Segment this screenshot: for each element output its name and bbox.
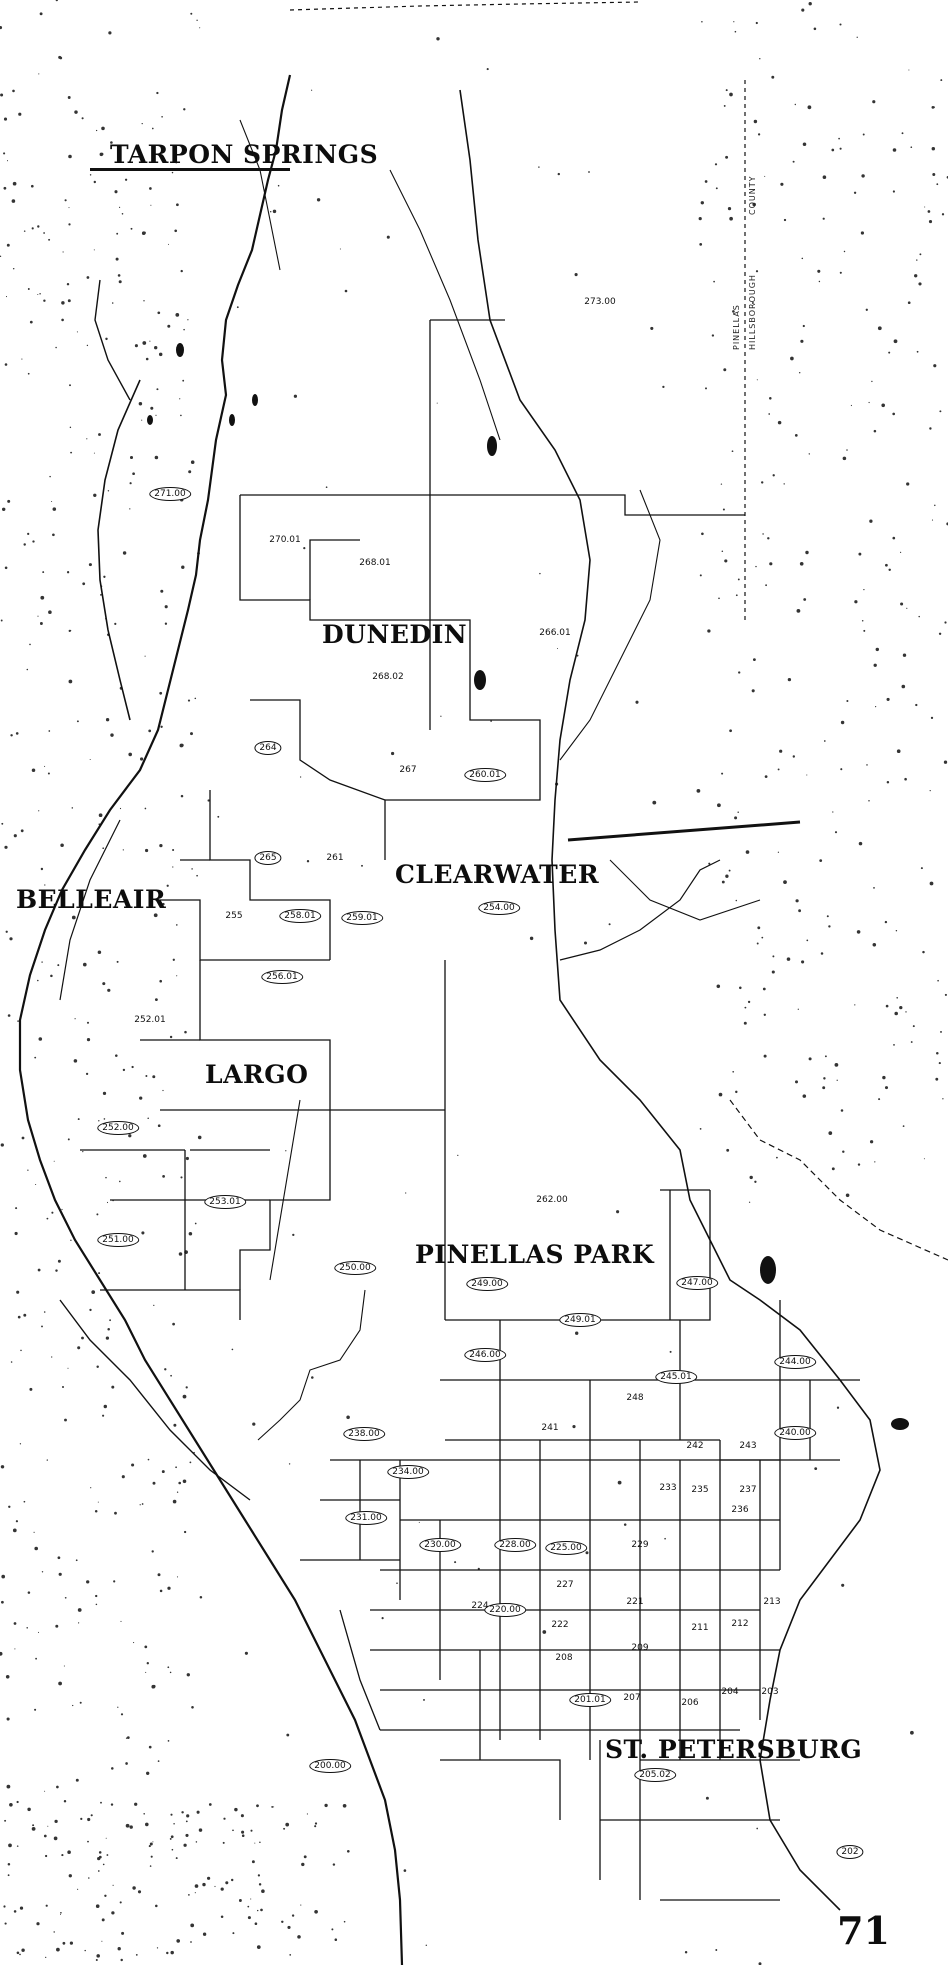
tract-label: 249.00 — [466, 1277, 508, 1291]
tract-label: 224 — [471, 1601, 489, 1611]
tract-label: 220.00 — [484, 1603, 526, 1617]
city-label-clearwater: CLEARWATER — [395, 860, 600, 889]
tract-label: 258.01 — [279, 909, 321, 923]
tract-label: 222 — [551, 1620, 569, 1630]
page-number: 71 — [837, 1908, 890, 1953]
tract-label: 268.02 — [372, 672, 404, 682]
county-label-west: PINELLAS — [732, 304, 741, 350]
city-label-largo: LARGO — [205, 1060, 309, 1089]
tract-label: 255 — [225, 911, 243, 921]
tarpon-underline — [90, 168, 290, 171]
city-label-dunedin: DUNEDIN — [322, 620, 468, 649]
tract-boundaries — [80, 319, 860, 1901]
tract-label: 253.01 — [204, 1195, 246, 1209]
tract-label: 231.00 — [345, 1511, 387, 1525]
tract-label: 235 — [691, 1485, 709, 1495]
tract-label: 240.00 — [774, 1426, 816, 1440]
tract-label: 260.01 — [464, 768, 506, 782]
tract-label: 265 — [254, 851, 282, 865]
tract-label: 245.01 — [655, 1370, 697, 1384]
tract-label: 209 — [631, 1643, 649, 1653]
county-line-north — [289, 1, 641, 11]
tract-label: 273.00 — [584, 297, 616, 307]
tract-label: 201.01 — [569, 1693, 611, 1707]
tract-label: 264 — [254, 741, 282, 755]
tract-label: 200.00 — [309, 1759, 351, 1773]
tract-label: 252.01 — [134, 1015, 166, 1025]
tract-label: 259.01 — [341, 911, 383, 925]
tract-label: 233 — [659, 1483, 677, 1493]
waterways — [239, 119, 761, 1441]
tract-label: 267 — [399, 765, 417, 775]
tract-label: 230.00 — [419, 1538, 461, 1552]
tract-label: 204 — [721, 1687, 739, 1697]
tract-label: 202 — [836, 1845, 864, 1859]
tract-label: 251.00 — [97, 1233, 139, 1247]
county-label-east: HILLSBOROUGH — [748, 274, 757, 350]
tract-label: 236 — [731, 1505, 749, 1515]
city-label-belleair: BELLEAIR — [16, 885, 167, 914]
tract-label: 203 — [761, 1687, 779, 1697]
tract-label: 227 — [556, 1580, 574, 1590]
tract-label: 246.00 — [464, 1348, 506, 1362]
tract-label: 242 — [686, 1441, 704, 1451]
city-label-tarpon-springs: TARPON SPRINGS — [110, 140, 379, 169]
tract-label: 261 — [326, 853, 344, 863]
tract-label: 254.00 — [478, 901, 520, 915]
tract-label: 207 — [623, 1693, 641, 1703]
tract-label: 238.00 — [343, 1427, 385, 1441]
tract-label: 247.00 — [676, 1276, 718, 1290]
county-label-suffix: COUNTY — [748, 175, 757, 216]
lakes — [147, 343, 909, 1430]
causeway — [567, 820, 801, 842]
tract-label: 248 — [626, 1393, 644, 1403]
tract-label: 243 — [739, 1441, 757, 1451]
tract-label: 270.01 — [269, 535, 301, 545]
tract-label: 234.00 — [387, 1465, 429, 1479]
tract-label: 208 — [555, 1653, 573, 1663]
tract-label: 237 — [739, 1485, 757, 1495]
tract-label: 244.00 — [774, 1355, 816, 1369]
tract-label: 228.00 — [494, 1538, 536, 1552]
tract-label: 252.00 — [97, 1121, 139, 1135]
city-label-st-petersburg: ST. PETERSBURG — [605, 1735, 863, 1764]
tract-label: 206 — [681, 1698, 699, 1708]
tract-label: 225.00 — [545, 1541, 587, 1555]
tract-label: 249.01 — [559, 1313, 601, 1327]
tract-label: 229 — [631, 1540, 649, 1550]
tract-label: 212 — [731, 1619, 749, 1629]
tract-label: 205.02 — [634, 1768, 676, 1782]
tract-label: 256.01 — [261, 970, 303, 984]
gulf-coastline — [18, 74, 404, 1965]
tract-label: 213 — [763, 1597, 781, 1607]
tract-label: 271.00 — [149, 487, 191, 501]
city-label-pinellas-park: PINELLAS PARK — [415, 1240, 655, 1269]
tract-label: 241 — [541, 1423, 559, 1433]
bay-shoreline — [459, 89, 948, 1911]
tract-label: 221 — [626, 1597, 644, 1607]
tract-label: 262.00 — [536, 1195, 568, 1205]
tract-label: 268.01 — [359, 558, 391, 568]
tract-label: 250.00 — [334, 1261, 376, 1275]
tract-label: 266.01 — [539, 628, 571, 638]
tract-label: 211 — [691, 1623, 709, 1633]
